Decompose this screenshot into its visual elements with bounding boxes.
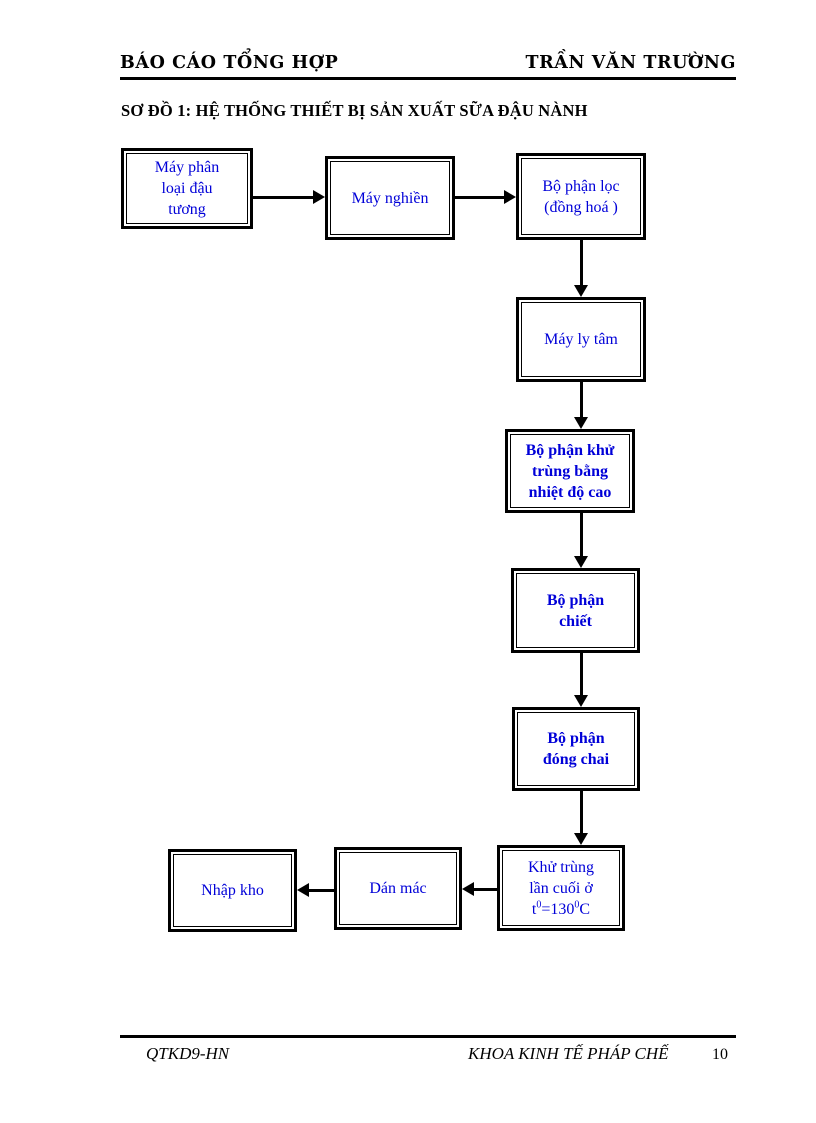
flow-node-label-lines: Khử trùng lần cuối ở bbox=[528, 858, 594, 897]
temperature-formula: t0=1300C bbox=[531, 899, 591, 918]
node-inner-border: Bộ phận lọc (đồng hoá ) bbox=[521, 158, 641, 235]
arrowhead-to-nhap-kho bbox=[297, 883, 309, 897]
node-inner-border: Bộ phận đóng chai bbox=[517, 712, 635, 786]
node-inner-border: Máy ly tâm bbox=[521, 302, 641, 377]
footer-divider bbox=[120, 1035, 736, 1038]
header-divider bbox=[120, 77, 736, 80]
arrowhead-to-bo-phan-khu-trung bbox=[574, 417, 588, 429]
formula-t: t bbox=[531, 900, 537, 918]
flow-node-label: Bộ phận khử trùng bằng nhiệt độ cao bbox=[525, 441, 615, 501]
flow-node-label: Máy nghiền bbox=[351, 189, 429, 207]
flow-node-bo-phan-khu-trung: Bộ phận khử trùng bằng nhiệt độ cao bbox=[505, 429, 635, 513]
formula-degree-2: 0 bbox=[574, 899, 580, 911]
arrowhead-to-may-ly-tam bbox=[574, 285, 588, 297]
flow-node-label: Máy phân loại đậu tương bbox=[154, 159, 220, 218]
connector-bo-phan-dong-chai-to-khu-trung-lan-cuoi bbox=[580, 791, 583, 835]
flow-node-label: Máy ly tâm bbox=[544, 331, 618, 348]
arrowhead-to-bo-phan-chiet bbox=[574, 556, 588, 568]
flow-node-nhap-kho: Nhập kho bbox=[168, 849, 297, 932]
flow-node-label: Dán mác bbox=[369, 880, 427, 897]
flow-node-bo-phan-dong-chai: Bộ phận đóng chai bbox=[512, 707, 640, 791]
footer-center-text: KHOA KINH TẾ PHÁP CHẾ bbox=[468, 1044, 669, 1063]
flow-node-label: Bộ phận chiết bbox=[546, 591, 605, 630]
connector-khu-trung-to-dan-mac bbox=[474, 888, 499, 891]
header-left-text: BÁO CÁO TỔNG HỢP bbox=[120, 53, 339, 73]
arrowhead-to-may-nghien bbox=[313, 190, 325, 204]
connector-may-phan-loai-to-may-nghien bbox=[253, 196, 315, 199]
node-inner-border: Máy nghiền bbox=[330, 161, 450, 235]
formula-celsius: C bbox=[579, 900, 591, 918]
flow-node-label: Bộ phận đóng chai bbox=[542, 730, 610, 768]
node-inner-border: Dán mác bbox=[339, 852, 457, 925]
formula-degree-1: 0 bbox=[536, 899, 542, 911]
connector-bo-phan-chiet-to-bo-phan-dong-chai bbox=[580, 653, 583, 697]
node-inner-border: Nhập kho bbox=[173, 854, 292, 927]
arrowhead-to-bo-phan-dong-chai bbox=[574, 695, 588, 707]
flow-node-may-phan-loai-dau-tuong: Máy phân loại đậu tương bbox=[121, 148, 253, 229]
connector-dan-mac-to-nhap-kho bbox=[309, 889, 335, 892]
flow-node-may-nghien: Máy nghiền bbox=[325, 156, 455, 240]
connector-may-nghien-to-bo-phan-loc bbox=[455, 196, 506, 199]
page-header: BÁO CÁO TỔNG HỢP TRẦN VĂN TRƯỜNG bbox=[120, 52, 736, 82]
footer-left-text: QTKD9-HN bbox=[146, 1044, 230, 1063]
connector-bo-phan-khu-trung-to-bo-phan-chiet bbox=[580, 513, 583, 558]
page-number: 10 bbox=[712, 1046, 728, 1063]
formula-value: =130 bbox=[541, 900, 575, 918]
arrowhead-to-khu-trung-lan-cuoi bbox=[574, 833, 588, 845]
connector-may-ly-tam-to-bo-phan-khu-trung bbox=[580, 382, 583, 419]
node-inner-border: Máy phân loại đậu tương bbox=[126, 153, 248, 224]
flow-node-bo-phan-chiet: Bộ phận chiết bbox=[511, 568, 640, 653]
diagram-title: SƠ ĐỒ 1: HỆ THỐNG THIẾT BỊ SẢN XUẤT SỮA … bbox=[121, 101, 588, 120]
connector-bo-phan-loc-to-may-ly-tam bbox=[580, 240, 583, 287]
flow-node-label: Bộ phận lọc (đồng hoá ) bbox=[542, 177, 620, 216]
flow-node-label: Nhập kho bbox=[201, 882, 264, 899]
header-right-text: TRẦN VĂN TRƯỜNG bbox=[525, 53, 736, 73]
node-inner-border: Bộ phận khử trùng bằng nhiệt độ cao bbox=[510, 434, 630, 508]
flow-node-may-ly-tam: Máy ly tâm bbox=[516, 297, 646, 382]
flow-node-dan-mac: Dán mác bbox=[334, 847, 462, 930]
flow-node-bo-phan-loc: Bộ phận lọc (đồng hoá ) bbox=[516, 153, 646, 240]
arrowhead-to-bo-phan-loc bbox=[504, 190, 516, 204]
arrowhead-to-dan-mac bbox=[462, 882, 474, 896]
node-inner-border: Bộ phận chiết bbox=[516, 573, 635, 648]
